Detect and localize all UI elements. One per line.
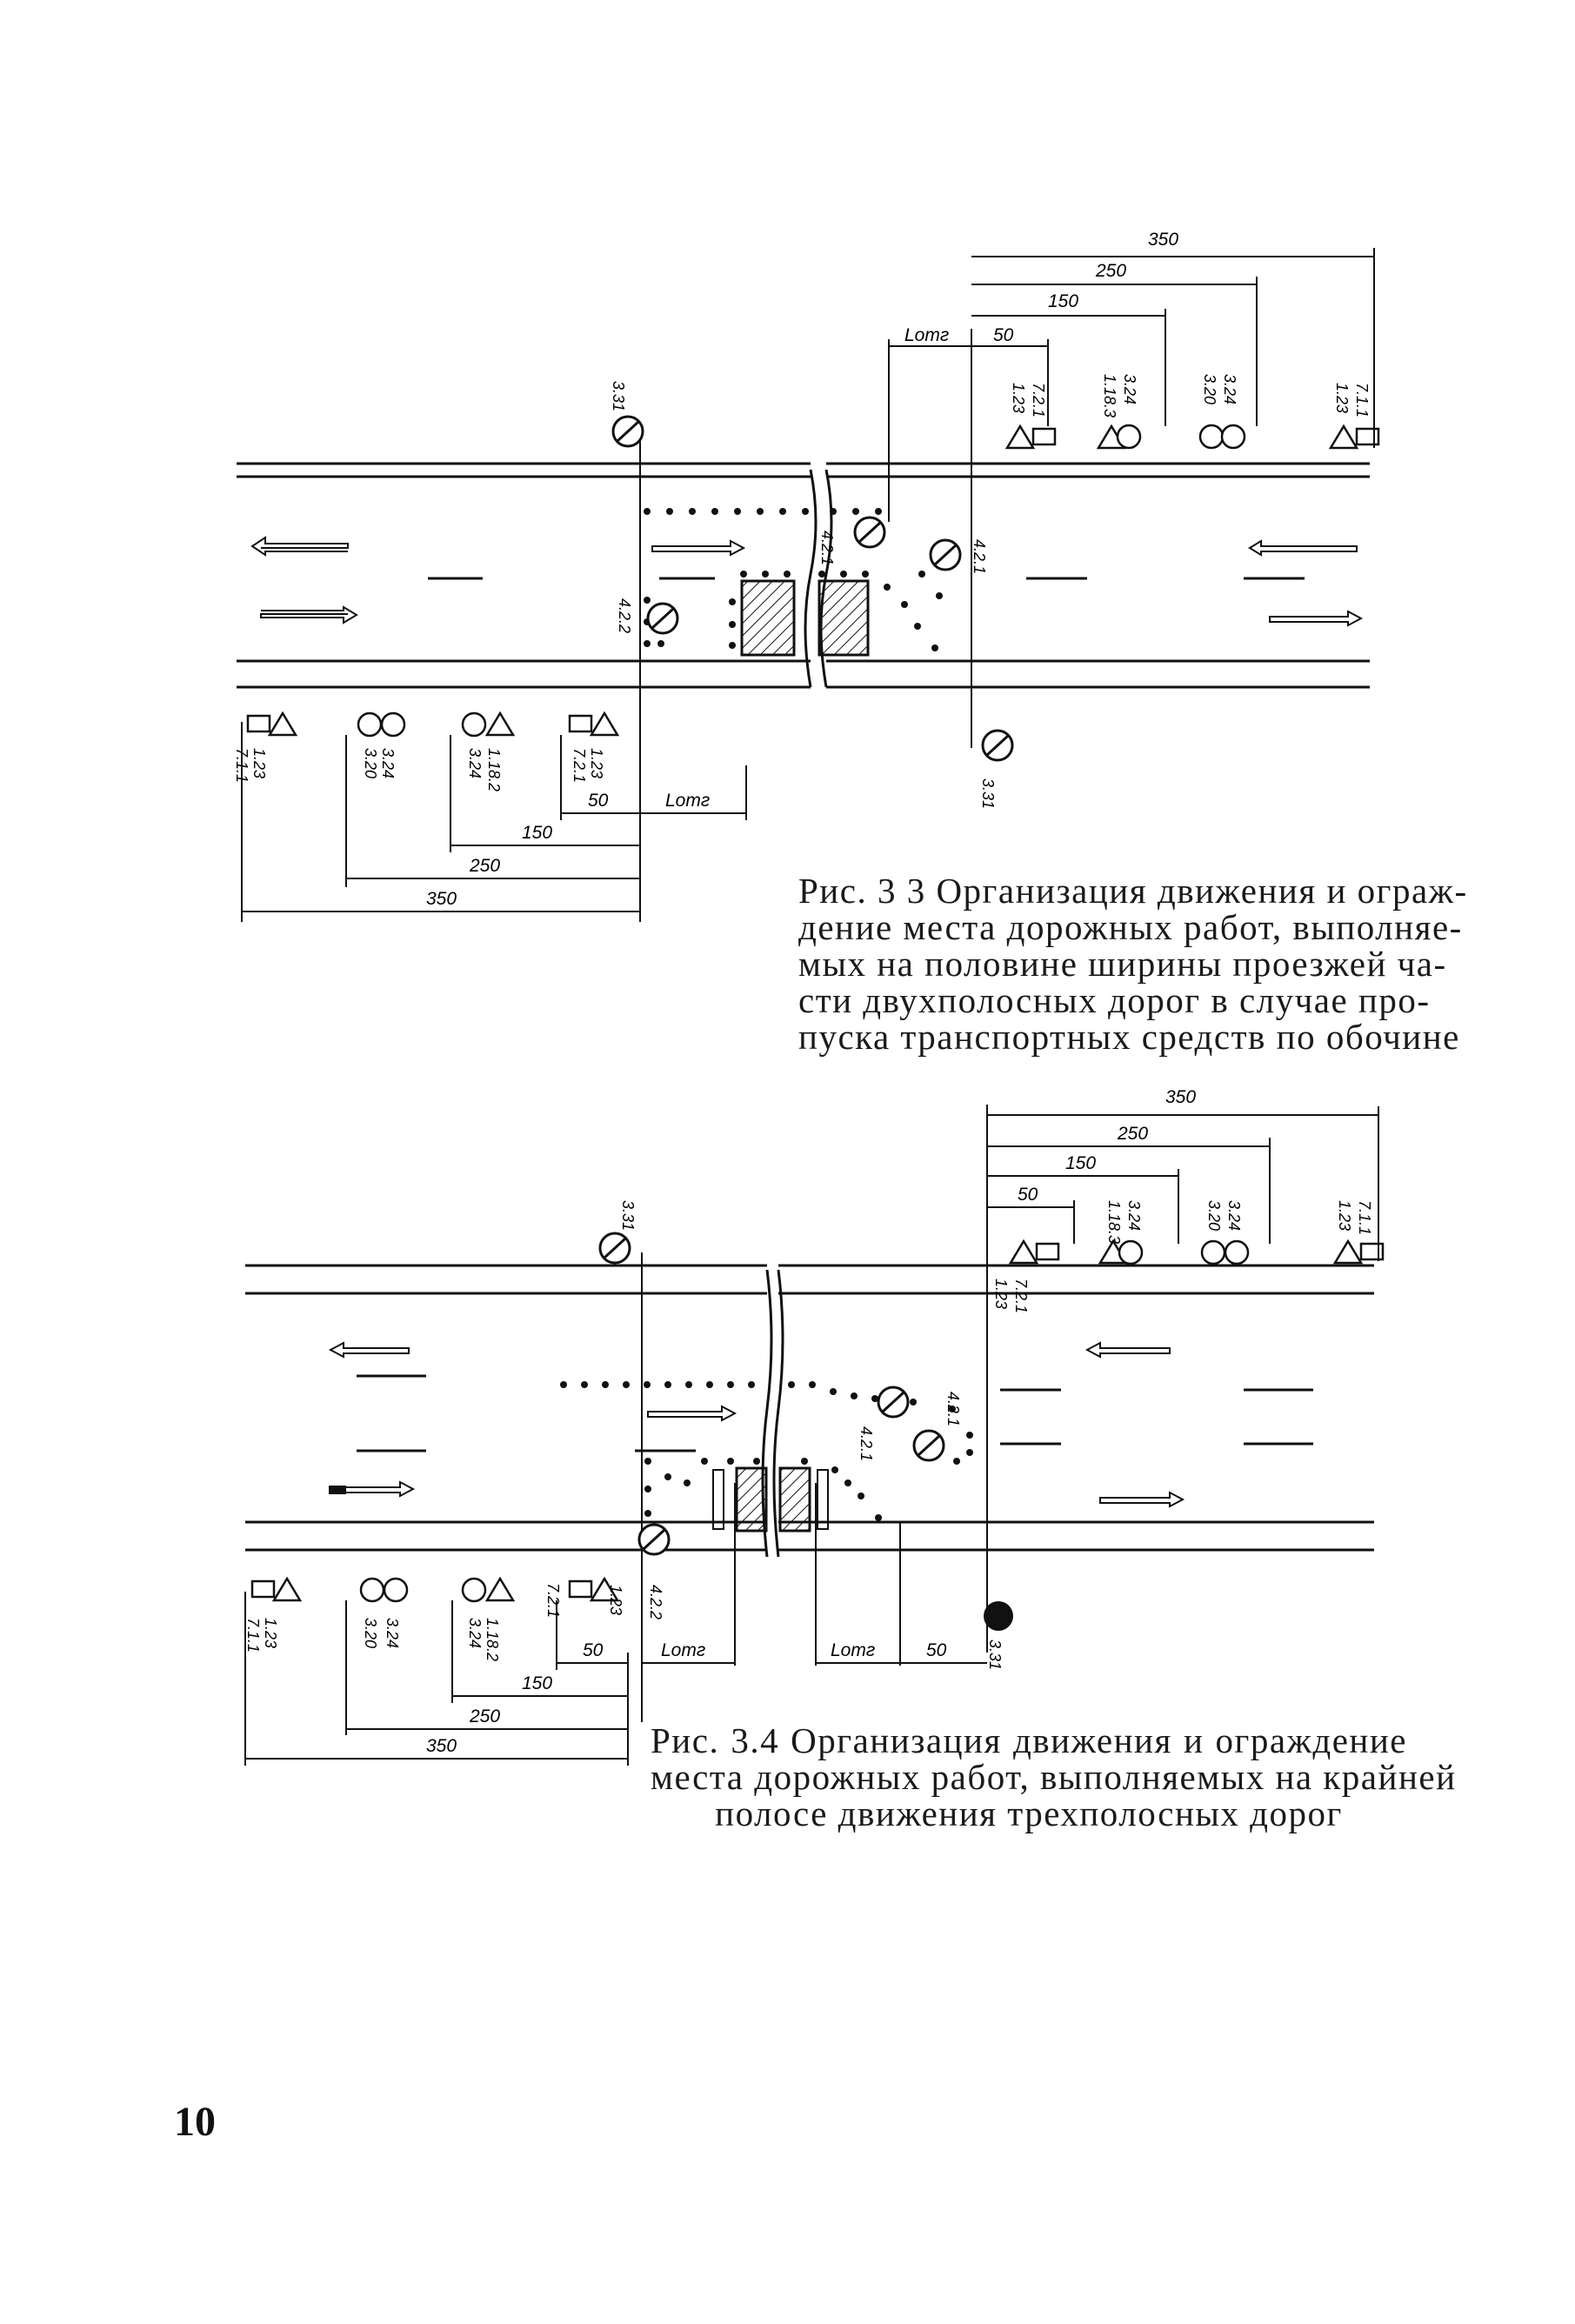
fig2-label-3-24-bottom: 3.24 xyxy=(384,1618,401,1648)
figure-3-3-caption: Рис. 3 3 Организация движения и ограж- д… xyxy=(798,871,1468,1057)
fig1-label-7-2-1-top: 7.2.1 xyxy=(1030,383,1047,417)
fig2-top-dim-250: 250 xyxy=(1117,1124,1148,1144)
fig2-bottom-gap-label-a: Lотг xyxy=(661,1640,705,1660)
fig1-road-label-4-2-1-a: 4.2.1 xyxy=(818,531,836,565)
fig2-bottom-dim-250: 250 xyxy=(469,1706,500,1726)
fig2-top-dim-50: 50 xyxy=(1018,1185,1038,1205)
fig1-label-1-23-bottom: 1.23 xyxy=(250,748,268,778)
fig2-label-7-2-1-bottom: 7.2.1 xyxy=(544,1583,562,1618)
caption-line: сти двухполосных дорог в случае про- xyxy=(798,980,1431,1020)
fig2-label-4-2-2-bottom: 4.2.2 xyxy=(647,1585,664,1619)
fig2-bottom-dim-150: 150 xyxy=(522,1673,552,1693)
fig2-label-1-23-top: 1.23 xyxy=(992,1279,1010,1309)
fig1-bottom-dim-250: 250 xyxy=(469,856,500,876)
fig1-top-dim-250: 250 xyxy=(1095,261,1126,281)
fig1-road-label-4-2-1-b: 4.2.1 xyxy=(971,539,988,574)
fig2-label-1-18-2-bottom: 1.18.2 xyxy=(484,1618,501,1661)
figure-3-4-diagram: 350 250 150 50 350 250 150 50 50 Lотг Lо… xyxy=(244,1087,1385,1766)
fig1-bottom-dim-150: 150 xyxy=(522,823,552,843)
fig2-label-3-31-top: 3.31 xyxy=(619,1200,637,1231)
fig1-label-3-20-bottom: 3.20 xyxy=(362,748,379,778)
fig1-label-1-23-bottom-b: 1.23 xyxy=(588,748,605,778)
fig2-label-1-23-bottom-b: 1.23 xyxy=(607,1585,624,1615)
fig1-top-dim-150: 150 xyxy=(1048,291,1078,311)
caption-line: Рис. 3.4 Организация движения и огражден… xyxy=(651,1720,1407,1760)
fig2-label-3-24-top-b: 3.24 xyxy=(1225,1200,1243,1231)
fig1-top-dim-50: 50 xyxy=(993,325,1014,345)
caption-line: пуска транспортных средств по обочине xyxy=(798,1017,1460,1057)
fig1-road-label-4-2-2: 4.2.2 xyxy=(616,598,633,633)
fig2-bottom-dim-50-a: 50 xyxy=(583,1640,604,1660)
fig1-label-1-23-top: 1.23 xyxy=(1010,383,1027,413)
fig1-label-3-24-bottom-b: 3.24 xyxy=(466,748,484,778)
fig2-bottom-dim-350: 350 xyxy=(426,1736,457,1756)
fig1-label-3-24-top-b: 3.24 xyxy=(1221,374,1238,404)
fig1-label-7-1-1-bottom: 7.1.1 xyxy=(233,748,250,783)
fig2-label-3-24-bottom-b: 3.24 xyxy=(466,1618,484,1648)
fig1-label-7-1-1-top: 7.1.1 xyxy=(1353,383,1371,417)
caption-line: мых на половине ширины проезжей ча- xyxy=(798,944,1447,984)
fig1-label-1-18-3-top: 1.18.3 xyxy=(1101,374,1118,417)
caption-line: полосе движения трехполосных дорог xyxy=(715,1793,1343,1833)
fig1-label-3-24-bottom: 3.24 xyxy=(379,748,397,778)
fig1-label-1-18-2-bottom: 1.18.2 xyxy=(485,748,503,791)
fig2-label-3-20-top: 3.20 xyxy=(1205,1200,1223,1231)
fig1-label-3-20-top: 3.20 xyxy=(1201,374,1218,404)
fig2-label-1-23-bottom: 1.23 xyxy=(262,1618,279,1648)
page-number: 10 xyxy=(174,2099,216,2145)
fig2-bottom-gap-label-b: Lотг xyxy=(831,1640,875,1660)
fig1-top-gap-label: Lотг xyxy=(904,325,949,345)
fig2-label-7-2-1-top: 7.2.1 xyxy=(1012,1279,1030,1313)
fig2-label-3-24-top-a: 3.24 xyxy=(1125,1200,1143,1231)
fig2-road-label-4-2-1-a: 4.2.1 xyxy=(858,1426,875,1461)
fig1-top-dim-350: 350 xyxy=(1148,230,1178,250)
fig1-bottom-dim-350: 350 xyxy=(426,889,457,909)
fig1-bottom-dim-50: 50 xyxy=(588,791,609,811)
fig1-label-7-2-1-bottom: 7.2.1 xyxy=(571,748,588,783)
fig2-bottom-dim-50-b: 50 xyxy=(926,1640,947,1660)
fig2-top-dim-150: 150 xyxy=(1065,1153,1096,1173)
fig2-label-1-18-3-top: 1.18.3 xyxy=(1105,1200,1123,1244)
figure-3-4-caption: Рис. 3.4 Организация движения и огражден… xyxy=(651,1720,1457,1833)
fig2-road-label-4-2-1-b: 4.2.1 xyxy=(944,1392,962,1426)
figure-3-3-diagram: 350 250 150 50 Lотг 350 250 150 50 Lотг … xyxy=(233,230,1380,922)
fig2-label-7-1-1-bottom: 7.1.1 xyxy=(244,1618,262,1653)
fig1-label-1-23-top-b: 1.23 xyxy=(1333,383,1351,413)
caption-line: места дорожных работ, выполняемых на кра… xyxy=(651,1757,1457,1797)
fig1-bottom-gap-label: Lотг xyxy=(665,791,710,811)
fig2-top-dim-350: 350 xyxy=(1165,1087,1196,1107)
fig2-label-3-20-bottom: 3.20 xyxy=(362,1618,379,1648)
caption-line: Рис. 3 3 Организация движения и ограж- xyxy=(798,871,1468,911)
fig2-label-1-23-top-b: 1.23 xyxy=(1336,1200,1353,1231)
fig1-label-3-24-top-a: 3.24 xyxy=(1121,374,1138,404)
fig1-label-3-31-bottom: 3.31 xyxy=(979,778,997,809)
fig1-label-3-31-top: 3.31 xyxy=(610,381,627,411)
fig2-label-7-1-1-top: 7.1.1 xyxy=(1356,1200,1373,1235)
caption-line: дение места дорожных работ, выполняе- xyxy=(798,907,1463,947)
fig2-label-3-31-bottom: 3.31 xyxy=(986,1639,1004,1670)
